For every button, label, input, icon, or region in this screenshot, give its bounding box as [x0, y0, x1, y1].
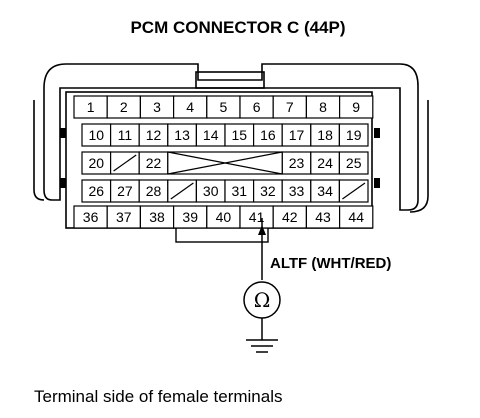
terminal-number-26: 26 — [89, 183, 105, 199]
terminal-number-15: 15 — [232, 127, 248, 143]
terminal-number-12: 12 — [146, 127, 162, 143]
terminal-number-16: 16 — [260, 127, 276, 143]
blank-area-cross — [167, 151, 283, 175]
terminal-number-24: 24 — [317, 155, 333, 171]
terminal-number-4: 4 — [186, 99, 194, 115]
terminal-number-28: 28 — [146, 183, 162, 199]
terminal-number-38: 38 — [149, 209, 165, 225]
terminal-cell — [338, 151, 369, 175]
terminal-number-41: 41 — [249, 209, 265, 225]
terminal-number-42: 42 — [282, 209, 298, 225]
terminal-number-23: 23 — [289, 155, 305, 171]
side-latch-tabs — [60, 128, 380, 188]
terminal-number-14: 14 — [203, 127, 219, 143]
terminal-number-43: 43 — [315, 209, 331, 225]
terminal-number-34: 34 — [317, 183, 333, 199]
terminal-number-33: 33 — [289, 183, 305, 199]
terminal-cell — [338, 123, 369, 147]
terminal-number-13: 13 — [174, 127, 190, 143]
empty-terminal-slash — [113, 154, 137, 172]
terminal-number-6: 6 — [253, 99, 261, 115]
terminal-number-2: 2 — [120, 99, 128, 115]
terminal-number-18: 18 — [317, 127, 333, 143]
empty-terminal-slash — [170, 182, 194, 200]
terminal-number-7: 7 — [286, 99, 294, 115]
ohmmeter-symbol: Ω — [254, 288, 271, 312]
empty-terminal-slash — [342, 182, 366, 200]
probe-tip-icon — [258, 225, 266, 235]
terminal-number-30: 30 — [203, 183, 219, 199]
terminal-number-1: 1 — [87, 99, 95, 115]
connector-housing — [33, 63, 429, 213]
terminal-number-19: 19 — [346, 127, 362, 143]
terminal-number-20: 20 — [89, 155, 105, 171]
terminal-cell — [339, 205, 374, 229]
diagram-title: PCM CONNECTOR C (44P) — [130, 18, 345, 37]
terminal-number-22: 22 — [146, 155, 162, 171]
terminal-number-40: 40 — [216, 209, 232, 225]
terminal-number-9: 9 — [352, 99, 360, 115]
terminal-number-32: 32 — [260, 183, 276, 199]
terminal-number-25: 25 — [346, 155, 362, 171]
terminal-number-5: 5 — [220, 99, 228, 115]
connector-lock-tab — [175, 227, 269, 243]
terminal-number-44: 44 — [348, 209, 364, 225]
terminal-number-3: 3 — [153, 99, 161, 115]
terminal-cell — [339, 95, 374, 119]
terminal-number-8: 8 — [319, 99, 327, 115]
terminal-cells — [73, 95, 374, 229]
terminal-number-10: 10 — [89, 127, 105, 143]
diagram-caption: Terminal side of female terminals — [34, 387, 282, 406]
terminal-number-36: 36 — [83, 209, 99, 225]
terminal-number-31: 31 — [232, 183, 248, 199]
terminal-number-39: 39 — [182, 209, 198, 225]
terminal-number-37: 37 — [116, 209, 132, 225]
terminal-number-11: 11 — [118, 127, 133, 143]
terminal-number-17: 17 — [289, 127, 305, 143]
wire-label: ALTF (WHT/RED) — [270, 255, 391, 272]
terminal-number-27: 27 — [117, 183, 133, 199]
